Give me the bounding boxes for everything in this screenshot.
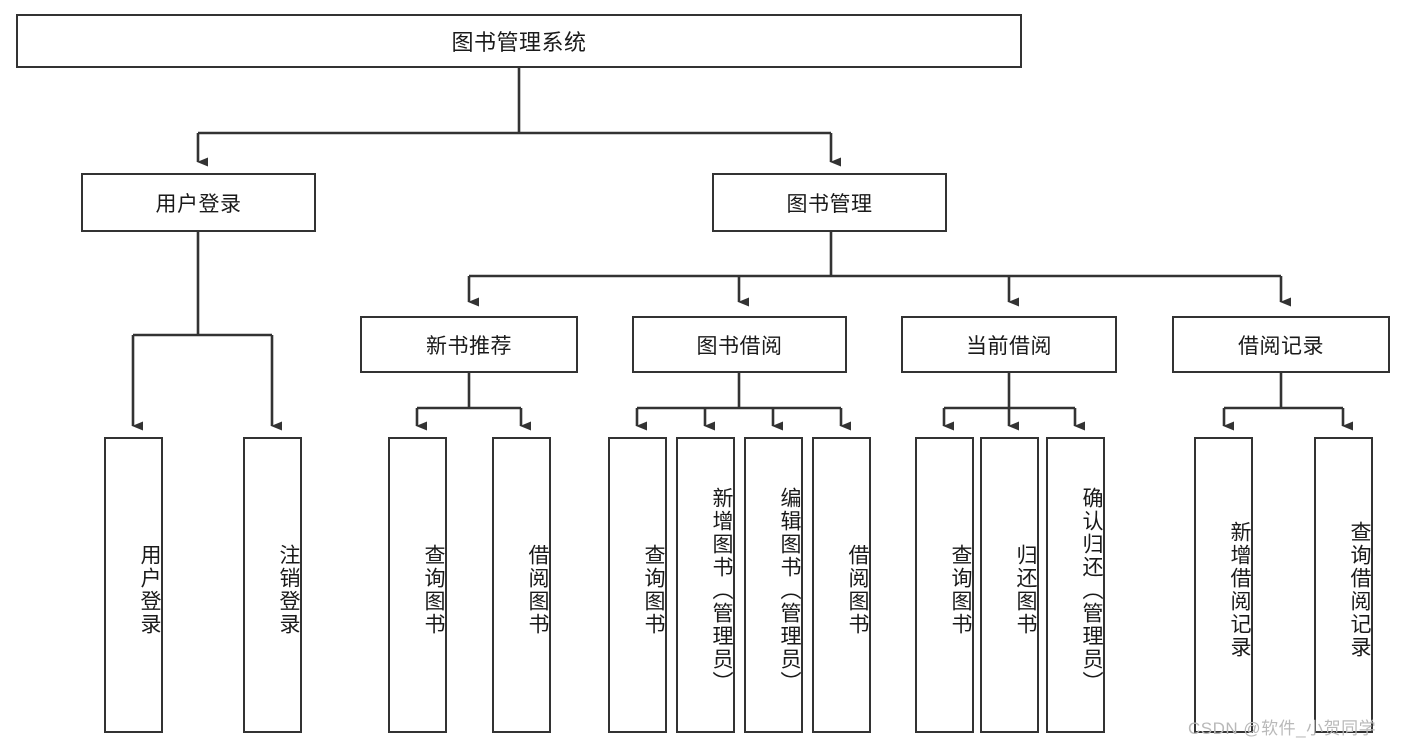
leaf-edit-book-admin[interactable]: 编辑图书（管理员） — [744, 437, 803, 733]
leaf-query-borrow-record[interactable]: 查询借阅记录 — [1314, 437, 1373, 733]
leaf-borrow-book[interactable]: 借阅图书 — [812, 437, 871, 733]
watermark: CSDN @软件_小贺同学 — [1188, 719, 1377, 738]
node-borrow-record[interactable]: 借阅记录 — [1172, 316, 1390, 373]
node-book-borrow[interactable]: 图书借阅 — [632, 316, 847, 373]
leaf-query-book-recommend[interactable]: 查询图书 — [388, 437, 447, 733]
node-current-borrow[interactable]: 当前借阅 — [901, 316, 1117, 373]
node-root-system[interactable]: 图书管理系统 — [16, 14, 1022, 68]
leaf-query-book-current[interactable]: 查询图书 — [915, 437, 974, 733]
leaf-user-login[interactable]: 用户登录 — [104, 437, 163, 733]
leaf-borrow-book-recommend[interactable]: 借阅图书 — [492, 437, 551, 733]
leaf-confirm-return-admin[interactable]: 确认归还（管理员） — [1046, 437, 1105, 733]
node-book-management[interactable]: 图书管理 — [712, 173, 947, 232]
leaf-query-book-borrow[interactable]: 查询图书 — [608, 437, 667, 733]
leaf-add-book-admin[interactable]: 新增图书（管理员） — [676, 437, 735, 733]
leaf-logout[interactable]: 注销登录 — [243, 437, 302, 733]
leaf-add-borrow-record[interactable]: 新增借阅记录 — [1194, 437, 1253, 733]
leaf-return-book[interactable]: 归还图书 — [980, 437, 1039, 733]
node-user-login[interactable]: 用户登录 — [81, 173, 316, 232]
node-new-book-recommend[interactable]: 新书推荐 — [360, 316, 578, 373]
